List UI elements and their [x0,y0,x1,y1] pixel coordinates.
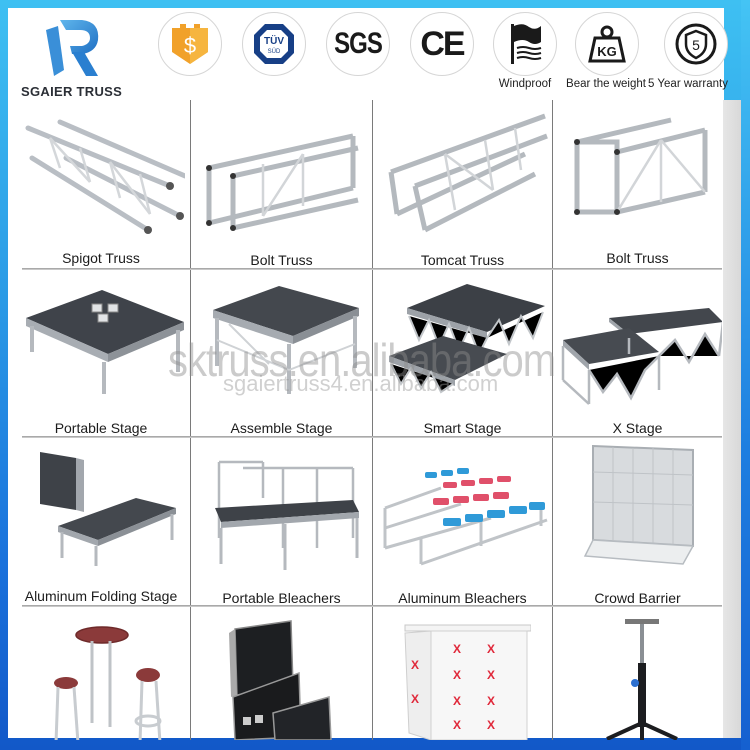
product-card-spigot-truss[interactable]: Spigot Truss [12,100,190,268]
svg-text:X: X [487,668,495,682]
grid-divider [22,268,722,270]
product-card-bolt-truss[interactable]: Bolt Truss [191,100,372,268]
lifting-tower-image [606,619,678,740]
product-label[interactable]: Smart Stage [423,420,502,436]
portable-stage-image [26,290,184,394]
product-label[interactable]: Bolt Truss [606,250,669,266]
badge-price: $ [158,12,222,76]
brand-name: SGAIER TRUSS [21,84,123,99]
svg-text:X: X [487,718,495,732]
product-label[interactable]: Assemble Stage [230,420,333,436]
grid-divider [372,100,373,740]
folding-stage-image [40,452,176,566]
product-card-aluminum-bleachers[interactable]: Aluminum Bleachers [373,438,552,605]
product-label[interactable]: Aluminum Bleachers [398,590,527,605]
svg-text:X: X [487,694,495,708]
svg-text:X: X [411,692,419,706]
caption-weight: Bear the weight [566,78,646,90]
dollar-shield-icon: $ [172,24,208,64]
product-card-portable-bleachers[interactable]: Portable Bleachers [191,438,372,605]
caption-warranty: 5 Year warranty [648,78,728,90]
product-label[interactable]: Bolt Truss [250,252,313,268]
header: SGAIER TRUSS $ TÜV SÜD SGS CE [8,8,728,100]
badge-tuv: TÜV SÜD [242,12,306,76]
product-card-lifting-tower[interactable] [553,607,722,740]
frame-edge [741,0,750,750]
product-label[interactable]: Aluminum Folding Stage [24,588,178,604]
badge-ce: CE [410,12,474,76]
portable-bleachers-image [215,460,359,570]
right-gray-strip [723,100,741,738]
product-label[interactable]: Portable Stage [54,420,148,436]
smart-stage-image [389,284,545,394]
crowd-barrier-image [583,444,695,565]
svg-text:KG: KG [597,44,617,59]
svg-text:X: X [453,694,461,708]
product-card-x-stage[interactable]: X Stage [553,270,722,436]
page-canvas: SGAIER TRUSS $ TÜV SÜD SGS CE [8,8,728,740]
product-label[interactable]: Tomcat Truss [420,252,505,268]
product-label[interactable]: Spigot Truss [62,250,140,266]
badge-weight: KG [575,12,639,76]
product-card-flight-case[interactable] [191,607,372,740]
svg-text:5: 5 [692,37,700,53]
grid-divider [22,605,722,607]
badge-warranty: 5 [664,12,728,76]
product-card-bar-table-stools[interactable] [12,607,190,740]
bar-table-stools-image [54,626,162,740]
ce-mark-icon: CE [420,24,465,63]
product-label[interactable]: Crowd Barrier [594,590,681,605]
assemble-stage-image [213,286,359,394]
product-card-bolt-truss-2[interactable]: Bolt Truss [553,100,722,268]
product-label[interactable]: Portable Bleachers [222,590,341,605]
tomcat-truss-image [388,113,548,233]
svg-text:X: X [487,642,495,656]
product-grid: Spigot Truss Bolt Truss [12,100,722,740]
svg-text:SÜD: SÜD [268,48,281,55]
svg-text:X: X [453,642,461,656]
caption-windproof: Windproof [498,78,552,90]
product-card-assemble-stage[interactable]: Assemble Stage [191,270,372,436]
product-card-portable-stage[interactable]: Portable Stage [12,270,190,436]
bolt-truss-short-image [574,117,708,215]
aluminum-bleachers-image [383,468,548,566]
sr-ribbon-logo-icon [46,20,99,76]
product-card-aluminum-folding-stage[interactable]: Aluminum Folding Stage [12,438,190,605]
badge-sgs: SGS [326,12,390,76]
svg-text:TÜV: TÜV [264,34,284,47]
grid-divider [190,100,191,740]
badge-windproof [493,12,557,76]
product-label[interactable]: X Stage [612,420,663,436]
product-card-smart-stage[interactable]: Smart Stage [373,270,552,436]
kg-weight-icon: KG [588,25,626,63]
tuv-sud-icon: TÜV SÜD [254,24,294,64]
brand-logo[interactable]: SGAIER TRUSS [18,14,128,100]
shield-5-icon: 5 [675,23,717,65]
x-stage-image [561,308,722,405]
grid-divider [552,100,553,740]
svg-text:X: X [453,668,461,682]
flag-wind-icon [511,24,542,64]
sgs-icon: SGS [334,26,383,61]
svg-text:$: $ [184,33,196,58]
bolt-truss-image [206,133,359,231]
product-card-crowd-barrier[interactable]: Crowd Barrier [553,438,722,605]
grid-divider [22,436,722,438]
svg-text:X: X [453,718,461,732]
product-card-tomcat-truss[interactable]: Tomcat Truss [373,100,552,268]
spigot-truss-image [25,119,185,234]
svg-text:X: X [411,658,419,672]
flight-case-image [229,620,332,740]
